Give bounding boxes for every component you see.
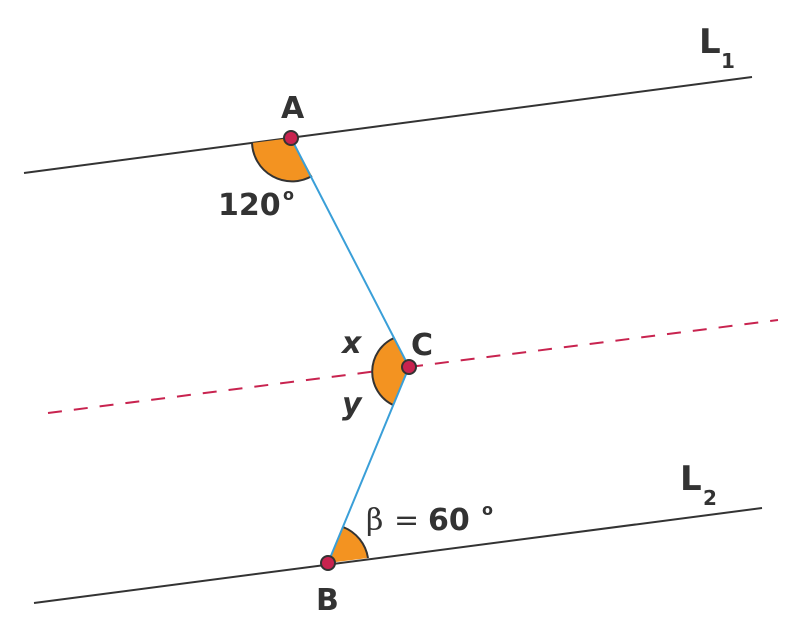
angle-x-label: x [340,326,363,361]
angle-b-symbol: β [366,503,383,538]
point-c [401,359,417,375]
label-b: B [316,583,339,618]
line-l2 [33,507,763,604]
angle-arc-c-outline [371,337,395,406]
angle-arc-b [328,527,368,563]
angle-arc-a [252,138,312,182]
angle-b-value: 60 [428,503,470,538]
point-a [283,130,299,146]
segment-ac [290,137,410,368]
angle-b-degree: o [482,500,493,519]
label-l2-subscript: 2 [703,486,717,510]
angle-arc-b-outline [342,526,369,559]
angle-y-label: y [342,387,363,422]
label-l1-subscript: 1 [721,49,735,73]
angle-a-degree: o [283,185,294,204]
label-l2: L [680,459,702,499]
line-l1 [23,76,753,174]
segment-cb [327,366,410,564]
label-l1: L [699,22,721,62]
label-c: C [411,328,433,363]
point-b [320,555,336,571]
label-a: A [281,91,305,126]
angle-b-equals: = [394,503,419,538]
angle-a-value: 120 [218,188,281,223]
angle-arc-a-outline [251,142,313,183]
